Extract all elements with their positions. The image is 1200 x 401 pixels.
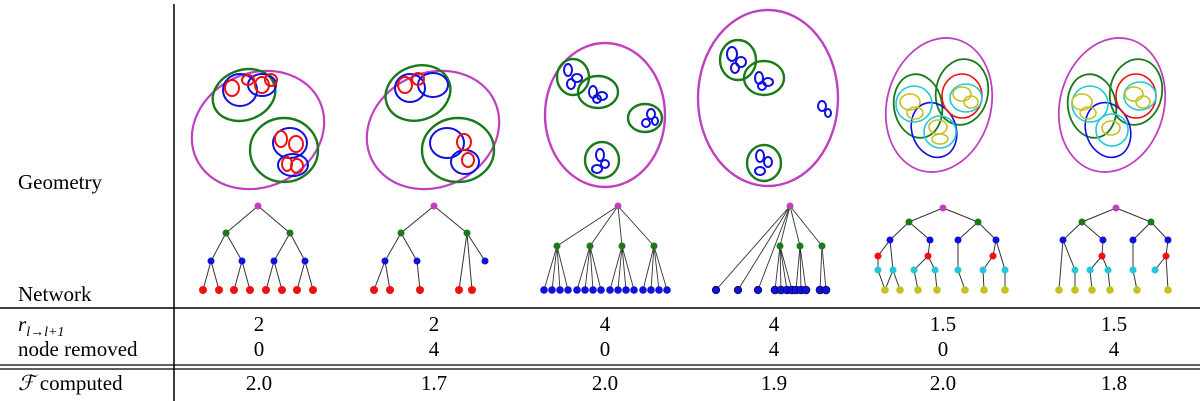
cell-removed-col-1: 0 <box>253 337 265 361</box>
cell-ratio-col-6: 1.5 <box>1100 312 1128 336</box>
geometry-col-6 <box>1057 37 1167 173</box>
network-tree-3 <box>540 202 671 294</box>
cell-removed-col-5: 0 <box>937 337 949 361</box>
cell-f-col-2: 1.7 <box>420 371 448 395</box>
network-tree-6 <box>1055 204 1172 294</box>
cell-ratio-col-1: 2 <box>253 312 265 336</box>
row-label-ratio: rl→l+1 <box>18 312 65 340</box>
cell-removed-col-2: 4 <box>428 337 440 361</box>
cell-ratio-col-4: 4 <box>768 312 780 336</box>
cell-f-col-5: 2.0 <box>929 371 957 395</box>
cell-ratio-col-2: 2 <box>428 312 440 336</box>
cell-removed-col-3: 0 <box>599 337 611 361</box>
f-symbol: ℱ <box>18 371 35 395</box>
ratio-symbol: r <box>18 312 27 336</box>
row-label-geometry: Geometry <box>18 170 102 194</box>
ratio-subscript: l→l+1 <box>26 325 65 340</box>
cell-f-col-3: 2.0 <box>591 371 619 395</box>
row-label-f-computed: ℱ computed <box>18 371 123 396</box>
geometry-col-2 <box>365 64 501 191</box>
geometry-col-3 <box>543 41 667 189</box>
cell-f-col-6: 1.8 <box>1100 371 1128 395</box>
cell-ratio-col-3: 4 <box>599 312 611 336</box>
geometry-col-5 <box>884 37 994 173</box>
geometry-col-1 <box>190 67 326 191</box>
cell-ratio-col-5: 1.5 <box>929 312 957 336</box>
row-label-network: Network <box>18 282 92 306</box>
network-tree-5 <box>874 204 1009 294</box>
network-tree-1 <box>199 202 317 294</box>
cell-removed-col-4: 4 <box>768 337 780 361</box>
cell-removed-col-6: 4 <box>1108 337 1120 361</box>
cell-f-col-1: 2.0 <box>245 371 273 395</box>
network-tree-4 <box>711 202 831 295</box>
network-tree-2 <box>370 202 489 294</box>
geometry-col-4 <box>696 8 840 188</box>
f-label-text: computed <box>39 371 123 395</box>
cell-f-col-4: 1.9 <box>760 371 788 395</box>
row-label-node-removed: node removed <box>18 337 138 361</box>
